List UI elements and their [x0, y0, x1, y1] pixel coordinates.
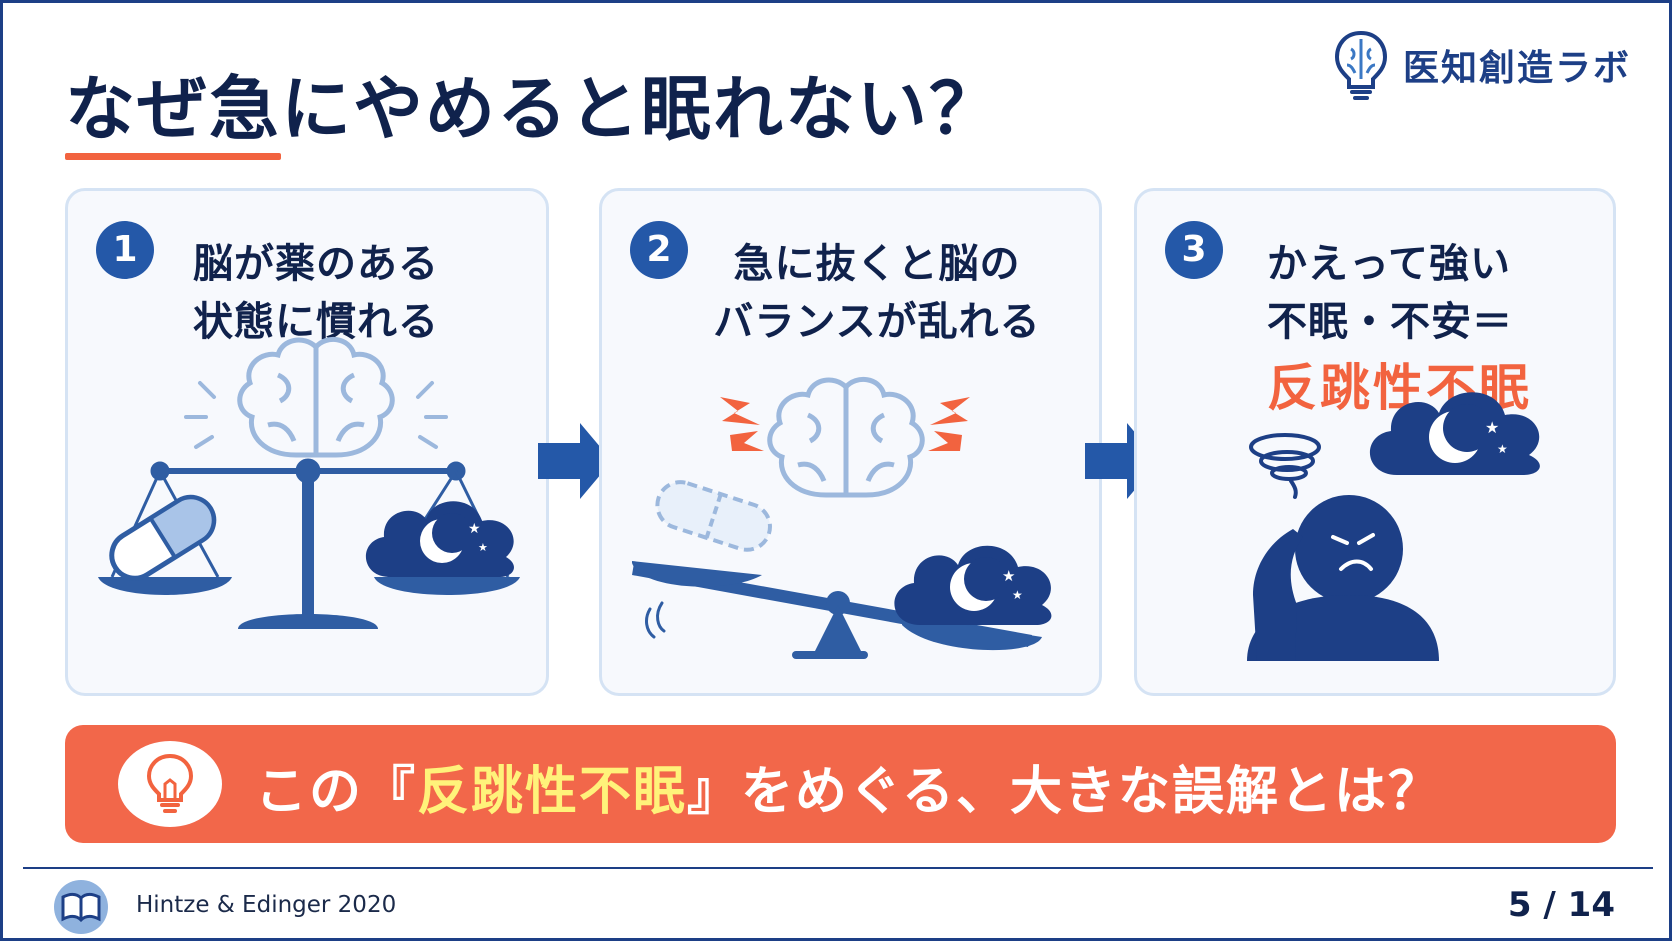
svg-text:★: ★	[1497, 442, 1508, 456]
person-icon	[1247, 495, 1439, 661]
pill-outline-icon	[655, 480, 772, 552]
moon-cloud-icon: ★ ★	[894, 545, 1052, 625]
pill-icon	[109, 494, 217, 581]
brand-logo: 医知創造ラボ	[1333, 29, 1631, 101]
citation: Hintze & Edinger 2020	[136, 892, 397, 918]
banner-prefix: この『	[255, 762, 418, 822]
step-number: 1	[96, 221, 154, 279]
step-card-1: 1 脳が薬のある 状態に慣れる	[65, 188, 549, 696]
title-underline	[65, 153, 281, 160]
step-text: 脳が薬のある 状態に慣れる	[193, 235, 439, 351]
moon-cloud-icon: ★ ★	[1369, 392, 1540, 475]
arrow-right-icon	[538, 423, 612, 499]
step-text-line: かえって強い	[1267, 241, 1511, 287]
footer-divider	[23, 867, 1653, 869]
brand-name: 医知創造ラボ	[1402, 48, 1631, 89]
step-text-line: 状態に慣れる	[193, 299, 439, 345]
book-icon	[54, 880, 108, 934]
step-number: 2	[630, 221, 688, 279]
brain-icon	[767, 377, 925, 498]
step-text-line: 脳が薬のある	[193, 241, 439, 287]
svg-text:★: ★	[1485, 418, 1499, 437]
svg-text:★: ★	[1012, 588, 1023, 602]
dizzy-swirl-icon	[1249, 433, 1321, 499]
step-card-2: 2 急に抜くと脳の バランスが乱れる	[599, 188, 1102, 696]
svg-text:★: ★	[478, 541, 488, 554]
step-text-line: バランスが乱れる	[713, 299, 1041, 345]
brain-icon	[237, 337, 395, 458]
banner-text: この『反跳性不眠』をめぐる、大きな誤解とは？	[255, 749, 1442, 824]
step-text-line: 急に抜くと脳の	[733, 241, 1021, 287]
distressed-person-illustration: ★ ★	[1247, 392, 1540, 661]
page-title: なぜ急にやめると眠れない？	[65, 68, 1001, 150]
brain-balance-scale-illustration: ★ ★	[98, 337, 520, 629]
brain-bulb-icon	[1334, 30, 1387, 100]
step-text: 急に抜くと脳の バランスが乱れる	[707, 235, 1047, 351]
brain-imbalance-seesaw-illustration: ★ ★	[632, 377, 1052, 659]
step-text-line: 不眠・不安＝	[1267, 299, 1513, 345]
banner-highlight: 反跳性不眠	[417, 762, 688, 822]
step-number: 3	[1165, 221, 1223, 279]
banner-suffix: 』をめぐる、大きな誤解とは？	[687, 762, 1442, 822]
moon-cloud-icon: ★ ★	[365, 501, 514, 577]
lightning-icon	[720, 397, 970, 451]
question-banner: この『反跳性不眠』をめぐる、大きな誤解とは？	[65, 725, 1616, 843]
svg-text:★: ★	[468, 521, 481, 537]
step-card-3: 3 かえって強い 不眠・不安＝ 反跳性不眠	[1134, 188, 1616, 696]
svg-text:★: ★	[1002, 567, 1015, 585]
page-number: 5 / 14	[1507, 885, 1615, 925]
lightbulb-icon	[118, 741, 222, 827]
seesaw-icon	[632, 561, 1042, 659]
